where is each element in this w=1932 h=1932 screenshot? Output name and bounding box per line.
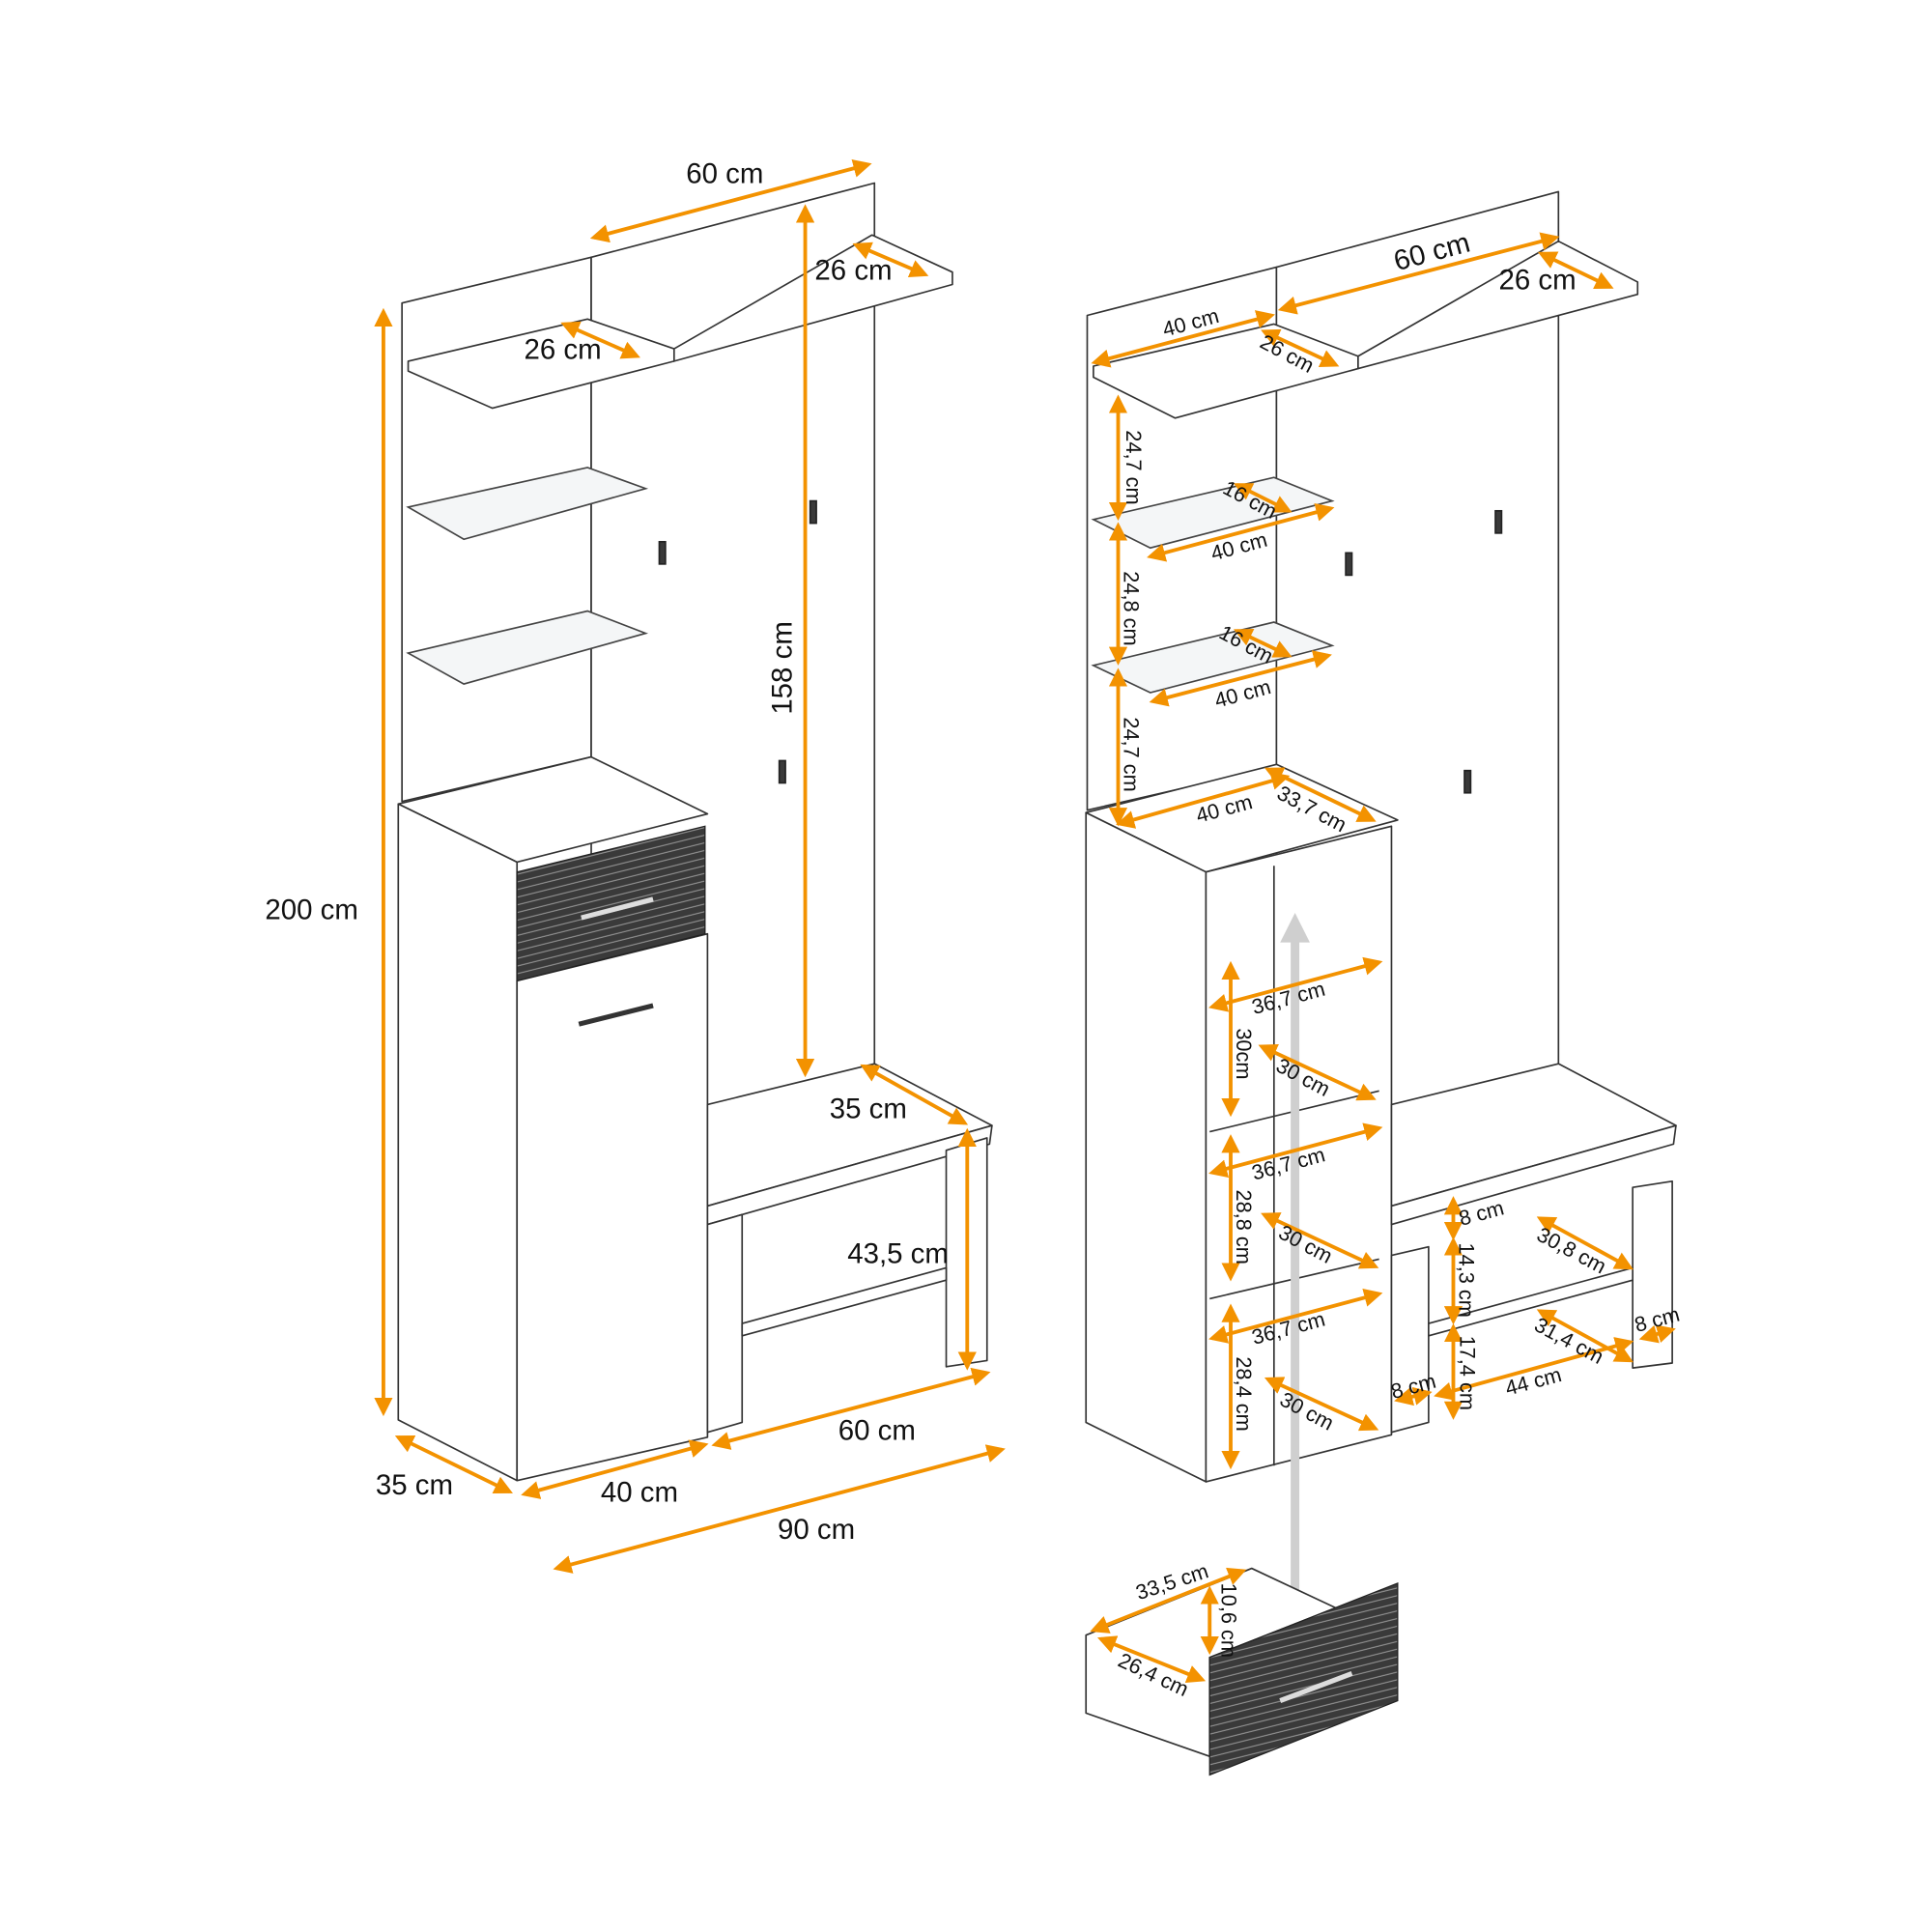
- coat-hook: [778, 759, 786, 784]
- dim-arrow: [1264, 767, 1377, 822]
- coat-hook: [1345, 552, 1353, 577]
- cabinet-side: [1085, 811, 1208, 1483]
- dim-label: 14,3 cm: [1454, 1243, 1478, 1318]
- dim-label: 60 cm: [686, 158, 763, 190]
- dim-arrow: [1537, 251, 1614, 290]
- dim-label: 28,4 cm: [1232, 1356, 1256, 1431]
- dim-arrow: [1638, 1324, 1676, 1344]
- dim-label: 26 cm: [814, 254, 892, 286]
- coat-hook: [809, 499, 817, 525]
- dim-label: 40 cm: [601, 1477, 678, 1509]
- dim-label: 26 cm: [525, 333, 602, 365]
- dim-label: 35 cm: [376, 1469, 453, 1501]
- dim-arrow: [1264, 1377, 1379, 1432]
- glass-shelf-1: [406, 467, 649, 541]
- dim-arrow: [1147, 502, 1335, 562]
- dim-label: 35 cm: [830, 1094, 907, 1125]
- left-dimensions: 60 cm 26 cm 26 cm 200 cm 158 cm 35 cm 43…: [265, 158, 1006, 1574]
- dim-arrow: [1091, 310, 1275, 368]
- cabinet-drawer-front: [516, 825, 706, 982]
- drawer-front: [1208, 1581, 1399, 1776]
- coat-hook: [1494, 509, 1503, 534]
- dim-label: 28,8 cm: [1232, 1189, 1256, 1264]
- bench-left-leg: [706, 1213, 744, 1434]
- dim-arrow: [1208, 956, 1383, 1012]
- dim-label: 24,7 cm: [1119, 717, 1143, 791]
- coat-hook: [658, 540, 667, 565]
- dim-label: 30,8 cm: [1533, 1222, 1610, 1278]
- dim-label: 200 cm: [265, 894, 358, 925]
- bench-lower-shelf: [741, 1266, 948, 1337]
- dim-label: 44 cm: [1502, 1362, 1564, 1400]
- bench-upper-shelf: [1428, 1266, 1634, 1337]
- dim-label: 30cm: [1232, 1028, 1256, 1079]
- dim-arrow: [1097, 1635, 1207, 1683]
- glass-shelf-2: [406, 610, 649, 685]
- bench-front: [706, 1124, 993, 1226]
- dim-arrow: [1208, 1288, 1383, 1344]
- drawer-handle: [581, 896, 654, 921]
- dim-label: 158 cm: [767, 621, 799, 715]
- dim-label: 60 cm: [838, 1414, 916, 1446]
- dim-arrow: [1277, 232, 1560, 315]
- dim-arrow: [1258, 1044, 1377, 1101]
- dim-arrow: [711, 1367, 991, 1450]
- coat-hook: [1463, 769, 1472, 794]
- dim-arrow: [1536, 1216, 1634, 1270]
- dim-label: 26 cm: [1498, 265, 1576, 297]
- dim-label: 24,8 cm: [1119, 571, 1143, 645]
- dim-arrow: [589, 158, 872, 243]
- dim-arrow: [1208, 1122, 1383, 1179]
- dim-arrow: [1261, 1212, 1379, 1269]
- drawer-handle: [1279, 1671, 1353, 1703]
- dim-label: 17,4 cm: [1456, 1336, 1480, 1410]
- bench-front: [1390, 1124, 1677, 1226]
- dim-arrow: [860, 1064, 969, 1125]
- guide-arrowhead-icon: [1280, 912, 1310, 943]
- dim-arrow: [1090, 1567, 1247, 1634]
- dim-label: 10,6 cm: [1216, 1583, 1240, 1658]
- dim-arrow: [1434, 1337, 1634, 1401]
- cabinet-side: [397, 803, 519, 1482]
- dim-arrow: [1394, 1386, 1433, 1406]
- left-unit-drawing: [397, 182, 993, 1482]
- bench-left-leg: [1390, 1245, 1430, 1434]
- dim-arrow: [852, 242, 929, 278]
- bench-right-leg: [1632, 1179, 1673, 1369]
- dim-arrow: [394, 1435, 513, 1494]
- right-unit-drawing: [1085, 190, 1677, 1776]
- dim-arrow: [1261, 328, 1340, 367]
- dim-arrow: [1149, 650, 1332, 707]
- dim-label: 43,5 cm: [847, 1237, 949, 1269]
- dim-label: 24,7 cm: [1122, 430, 1146, 504]
- dim-label: 90 cm: [778, 1514, 855, 1546]
- dim-arrow: [560, 321, 640, 359]
- dim-arrow: [1116, 772, 1291, 829]
- dim-arrow: [553, 1444, 1006, 1574]
- door-handle: [578, 1003, 654, 1027]
